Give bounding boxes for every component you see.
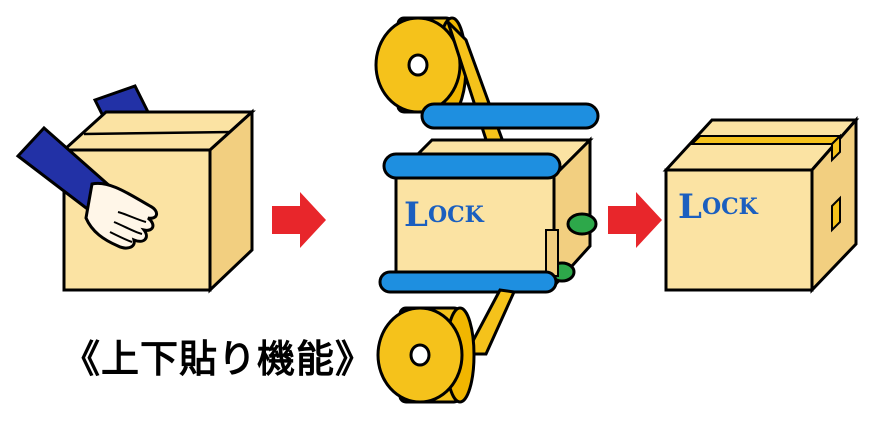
- top-tape: [689, 135, 843, 145]
- box-with-hands-icon: [15, 84, 256, 294]
- bottom-belt: [378, 270, 558, 294]
- brand-big-letter: L: [678, 187, 702, 227]
- caption-title: 《上下貼り機能》: [62, 337, 375, 381]
- bottom-tape-strip: [463, 288, 517, 356]
- front-upper-belt: [382, 152, 562, 180]
- brand-big-letter: L: [404, 195, 428, 235]
- back-upper-belt: [420, 102, 600, 130]
- brand-small-letters: OCK: [702, 194, 759, 220]
- taped-box-icon: L OCK: [662, 116, 860, 294]
- red-arrow-icon: [608, 192, 662, 248]
- red-arrow-icon: [272, 192, 326, 248]
- taped-box-front: [664, 168, 814, 292]
- brand-small-letters: OCK: [428, 202, 485, 228]
- right-roller-upper: [566, 212, 598, 236]
- taping-machine-icon: L OCK: [374, 16, 600, 404]
- hand: [84, 181, 158, 250]
